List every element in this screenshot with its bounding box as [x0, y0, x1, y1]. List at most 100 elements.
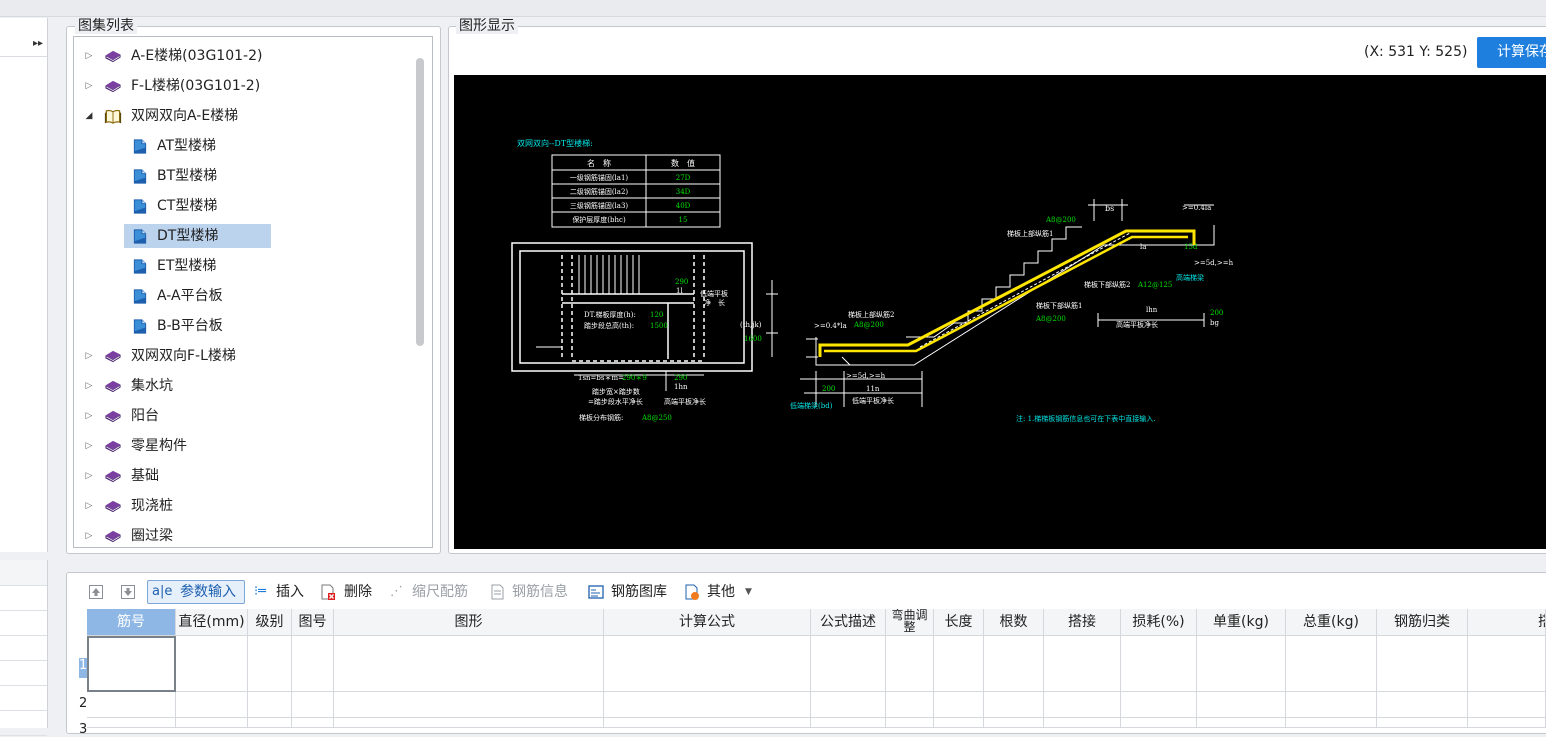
- column-header[interactable]: 长度: [934, 609, 984, 636]
- column-header[interactable]: 搭接: [1044, 609, 1121, 636]
- table-cell[interactable]: [1468, 692, 1546, 718]
- column-header[interactable]: 弯曲调整: [886, 609, 934, 636]
- table-cell[interactable]: [604, 692, 811, 718]
- column-header[interactable]: 级别: [248, 609, 292, 636]
- table-cell[interactable]: [334, 718, 604, 728]
- table-cell[interactable]: [811, 692, 886, 718]
- column-header[interactable]: 图号: [292, 609, 334, 636]
- table-cell[interactable]: [886, 718, 934, 728]
- list-item[interactable]: [0, 610, 47, 636]
- table-cell[interactable]: [1044, 718, 1121, 728]
- table-cell[interactable]: [1377, 636, 1468, 692]
- table-cell[interactable]: [984, 718, 1044, 728]
- column-header[interactable]: 搭接形式: [1468, 609, 1546, 636]
- table-cell[interactable]: [292, 718, 334, 728]
- table-cell[interactable]: [934, 718, 984, 728]
- table-cell[interactable]: [1468, 718, 1546, 728]
- tree-item[interactable]: [124, 224, 271, 248]
- table-cell[interactable]: [176, 692, 248, 718]
- table-cell[interactable]: [176, 718, 248, 728]
- rebar-library-button[interactable]: 钢筋图库: [611, 584, 667, 600]
- table-cell[interactable]: [934, 636, 984, 692]
- table-cell[interactable]: [334, 692, 604, 718]
- section-label: 梯板下部纵筋1: [1036, 301, 1082, 310]
- table-cell[interactable]: [886, 692, 934, 718]
- table-cell[interactable]: [886, 636, 934, 692]
- column-header[interactable]: 计算公式: [604, 609, 811, 636]
- table-cell[interactable]: [811, 718, 886, 728]
- column-header[interactable]: 钢筋归类: [1377, 609, 1468, 636]
- rebar-info-button[interactable]: 钢筋信息: [512, 584, 568, 600]
- table-cell[interactable]: [87, 692, 176, 718]
- table-cell[interactable]: [176, 636, 248, 692]
- atlas-tree[interactable]: [73, 36, 433, 548]
- table-cell[interactable]: [248, 718, 292, 728]
- table-cell[interactable]: [1286, 636, 1377, 692]
- column-header[interactable]: 单重(kg): [1197, 609, 1286, 636]
- triangle-collapsed-icon[interactable]: ▷: [85, 51, 93, 61]
- calculate-save-button[interactable]: 计算保存: [1477, 37, 1546, 68]
- list-item[interactable]: [0, 710, 47, 736]
- column-header[interactable]: 损耗(%): [1121, 609, 1197, 636]
- table-cell[interactable]: [292, 636, 334, 692]
- double-chevron-right-icon[interactable]: ▸▸: [32, 38, 43, 49]
- triangle-collapsed-icon[interactable]: ▷: [85, 531, 93, 541]
- table-cell[interactable]: [1044, 636, 1121, 692]
- rebar-info-icon: [491, 584, 504, 600]
- table-cell[interactable]: [334, 636, 604, 692]
- table-cell[interactable]: [1121, 718, 1197, 728]
- column-header[interactable]: 直径(mm): [176, 609, 248, 636]
- table-cell[interactable]: [984, 636, 1044, 692]
- chevron-down-icon[interactable]: ▼: [745, 587, 752, 597]
- drawing-canvas[interactable]: 双网双向--DT型楼梯: 名 称 数 值 一级钢筋锚固(la1) 27D 二级钢…: [454, 75, 1546, 549]
- table-cell[interactable]: [1121, 692, 1197, 718]
- column-header[interactable]: 筋号: [87, 609, 176, 636]
- table-cell[interactable]: [248, 636, 292, 692]
- triangle-expanded-icon[interactable]: ◢: [85, 111, 93, 121]
- triangle-collapsed-icon[interactable]: ▷: [85, 81, 93, 91]
- section-value: A8@200: [1045, 216, 1076, 224]
- table-cell[interactable]: [1197, 636, 1286, 692]
- table-cell[interactable]: [1377, 718, 1468, 728]
- delete-button[interactable]: 删除: [344, 584, 372, 600]
- table-cell[interactable]: [1468, 636, 1546, 692]
- table-cell[interactable]: [811, 636, 886, 692]
- table-cell[interactable]: [1121, 636, 1197, 692]
- table-cell[interactable]: [604, 636, 811, 692]
- triangle-collapsed-icon[interactable]: ▷: [85, 441, 93, 451]
- table-cell[interactable]: [292, 692, 334, 718]
- column-header[interactable]: 公式描述: [811, 609, 886, 636]
- triangle-collapsed-icon[interactable]: ▷: [85, 351, 93, 361]
- table-cell[interactable]: [934, 692, 984, 718]
- table-cell[interactable]: [1377, 692, 1468, 718]
- table-cell[interactable]: [1197, 692, 1286, 718]
- list-item[interactable]: [0, 660, 47, 686]
- table-cell[interactable]: [1044, 692, 1121, 718]
- section-value: 200: [1210, 309, 1223, 317]
- table-cell[interactable]: [87, 718, 176, 728]
- triangle-collapsed-icon[interactable]: ▷: [85, 501, 93, 511]
- list-item[interactable]: [0, 685, 47, 711]
- move-up-icon[interactable]: [88, 584, 104, 600]
- column-header[interactable]: 总重(kg): [1286, 609, 1377, 636]
- table-cell[interactable]: [248, 692, 292, 718]
- scale-rebar-button[interactable]: 缩尺配筋: [412, 584, 468, 600]
- table-cell[interactable]: [1286, 718, 1377, 728]
- move-down-icon[interactable]: [120, 584, 136, 600]
- triangle-collapsed-icon[interactable]: ▷: [85, 411, 93, 421]
- insert-button[interactable]: 插入: [276, 584, 304, 600]
- table-cell[interactable]: [604, 718, 811, 728]
- column-header[interactable]: 图形: [334, 609, 604, 636]
- table-cell[interactable]: [87, 636, 176, 692]
- column-header[interactable]: 根数: [984, 609, 1044, 636]
- table-cell[interactable]: [1286, 692, 1377, 718]
- list-item[interactable]: [0, 585, 47, 611]
- table-cell[interactable]: [1197, 718, 1286, 728]
- list-item[interactable]: [0, 635, 47, 661]
- table-cell[interactable]: [984, 692, 1044, 718]
- other-button[interactable]: 其他: [707, 584, 735, 600]
- parameter-input-button[interactable]: [147, 580, 245, 604]
- triangle-collapsed-icon[interactable]: ▷: [85, 471, 93, 481]
- tree-scrollbar[interactable]: [416, 58, 424, 346]
- triangle-collapsed-icon[interactable]: ▷: [85, 381, 93, 391]
